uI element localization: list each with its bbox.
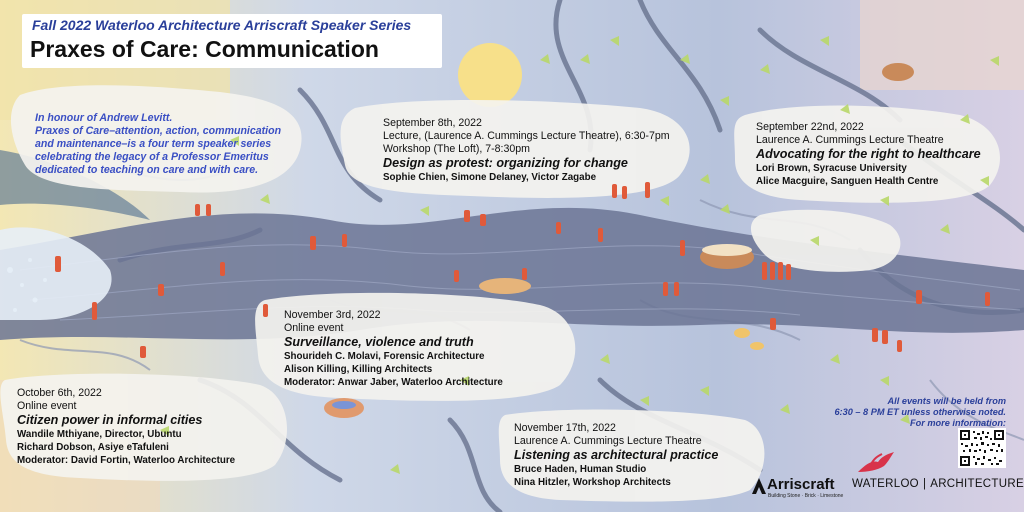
- dedication-line: and maintenance–is a four term speaker s…: [35, 138, 272, 150]
- event-nov-3: November 3rd, 2022 Online event Surveill…: [284, 309, 503, 389]
- event-nov-17: November 17th, 2022 Laurence A. Cummings…: [514, 422, 718, 489]
- event-speaker: Wandile Mthiyane, Director, Ubuntu: [17, 429, 182, 440]
- event-title: Design as protest: organizing for change: [383, 156, 628, 170]
- event-date: October 6th, 2022: [17, 387, 102, 399]
- event-date: November 3rd, 2022: [284, 309, 381, 321]
- arriscraft-mark-icon: [752, 478, 766, 494]
- event-title: Advocating for the right to healthcare: [756, 147, 981, 161]
- qr-code[interactable]: [958, 428, 1006, 468]
- dedication-line: dedicated to teaching on care and with c…: [35, 164, 259, 176]
- waterloo-wordmark: WATERLOO: [852, 478, 919, 490]
- waterloo-architecture-logo: WATERLOO|ARCHITECTURE: [852, 478, 1024, 490]
- title-box: [22, 14, 442, 68]
- event-title: Citizen power in informal cities: [17, 413, 203, 427]
- event-date: September 22nd, 2022: [756, 121, 864, 133]
- event-venue: Workshop (The Loft), 7-8:30pm: [383, 143, 531, 155]
- event-date: September 8th, 2022: [383, 117, 482, 129]
- event-venue: Online event: [284, 322, 344, 334]
- dedication-line: In honour of Andrew Levitt.: [35, 112, 173, 124]
- event-sept-22: September 22nd, 2022 Laurence A. Cumming…: [756, 121, 981, 188]
- qr-code-icon: [960, 430, 1004, 466]
- event-venue: Lecture, (Laurence A. Cummings Lecture T…: [383, 130, 670, 142]
- waterloo-bird-icon: [858, 452, 894, 472]
- logo-separator: |: [922, 478, 927, 490]
- event-speakers: Sophie Chien, Simone Delaney, Victor Zag…: [383, 172, 597, 183]
- event-speaker: Bruce Haden, Human Studio: [514, 464, 647, 475]
- event-oct-6: October 6th, 2022 Online event Citizen p…: [17, 387, 235, 467]
- note-line: 6:30 – 8 PM ET unless otherwise noted.: [834, 407, 1006, 417]
- page-title: Praxes of Care: Communication: [30, 36, 379, 62]
- dedication-text: In honour of Andrew Levitt. Praxes of Ca…: [35, 112, 295, 177]
- architecture-wordmark: ARCHITECTURE: [930, 478, 1024, 490]
- event-title: Listening as architectural practice: [514, 448, 719, 462]
- event-speaker: Shourideh C. Molavi, Forensic Architectu…: [284, 351, 485, 362]
- event-title: Surveillance, violence and truth: [284, 335, 474, 349]
- dedication-line: celebrating the legacy of a Professor Em…: [35, 151, 269, 163]
- event-date: November 17th, 2022: [514, 422, 616, 434]
- event-speaker: Alison Killing, Killing Architects: [284, 364, 433, 375]
- series-title: Fall 2022 Waterloo Architecture Arriscra…: [32, 17, 412, 33]
- event-venue: Laurence A. Cummings Lecture Theatre: [756, 134, 944, 146]
- sun: [458, 43, 522, 107]
- event-venue: Online event: [17, 400, 77, 412]
- event-speaker: Richard Dobson, Asiye eTafuleni: [17, 442, 169, 453]
- arriscraft-name: Arriscraft: [767, 476, 835, 493]
- note-line: For more information:: [910, 418, 1006, 428]
- event-sept-8: September 8th, 2022 Lecture, (Laurence A…: [383, 117, 670, 184]
- event-moderator: Moderator: Anwar Jaber, Waterloo Archite…: [284, 377, 503, 388]
- event-moderator: Moderator: David Fortin, Waterloo Archit…: [17, 455, 236, 466]
- event-speaker: Alice Macguire, Sanguen Health Centre: [756, 176, 939, 187]
- event-venue: Laurence A. Cummings Lecture Theatre: [514, 435, 702, 447]
- dedication-line: Praxes of Care–attention, action, commun…: [35, 125, 282, 137]
- arriscraft-tagline: Building Stone · Brick · Limestone: [768, 493, 844, 499]
- event-speaker: Nina Hitzler, Workshop Architects: [514, 477, 671, 488]
- event-info-note: All events will be held from 6:30 – 8 PM…: [834, 396, 1006, 429]
- event-speaker: Lori Brown, Syracuse University: [756, 163, 907, 174]
- note-line: All events will be held from: [887, 396, 1006, 406]
